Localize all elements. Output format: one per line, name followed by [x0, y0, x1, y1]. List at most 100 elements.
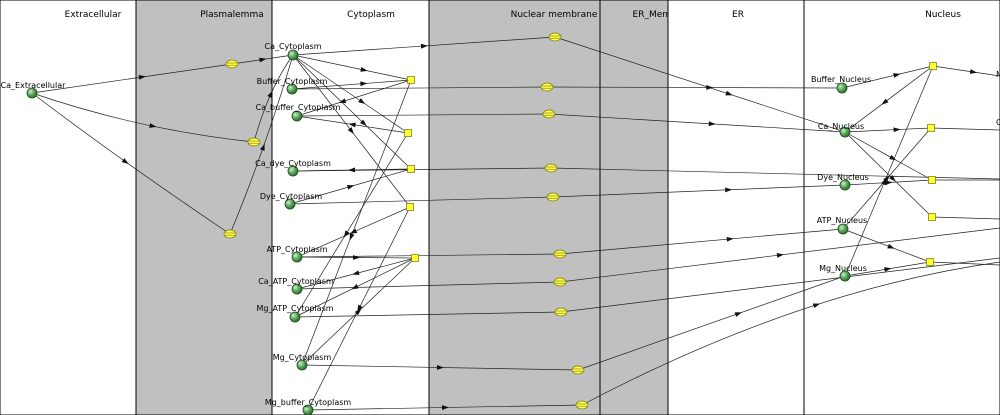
reaction-edge — [550, 167, 1000, 180]
reaction-node[interactable] — [407, 165, 415, 173]
species-cadye-cyt[interactable] — [287, 165, 299, 177]
reaction-node[interactable] — [406, 203, 414, 211]
reaction-node[interactable] — [411, 254, 419, 262]
edge-arrowhead — [149, 123, 157, 128]
species-caatp-cyt[interactable] — [291, 283, 303, 295]
compartment-er-membrane: ER_Memrane — [599, 0, 692, 415]
reaction-edge — [932, 65, 1000, 77]
edge-arrowhead — [812, 303, 821, 309]
compartment-label: Nuclear membrane — [511, 10, 598, 20]
edge-arrowhead — [347, 127, 354, 135]
species-ca-cyt[interactable] — [287, 49, 299, 61]
species-atp-nuc[interactable] — [837, 223, 849, 235]
reaction-edge — [546, 86, 843, 89]
species-dye-cyt[interactable] — [284, 198, 296, 210]
reaction-edge — [31, 92, 255, 143]
species-dye-nuc[interactable] — [839, 179, 851, 191]
edge-arrowhead — [776, 252, 784, 258]
species-cabuf-cyt[interactable] — [291, 110, 303, 122]
reaction-node[interactable] — [926, 258, 934, 266]
reaction-edge — [844, 65, 934, 277]
transport-node[interactable] — [544, 163, 558, 173]
reaction-node[interactable] — [928, 213, 936, 221]
edge-arrowhead — [889, 174, 896, 182]
edge-arrowhead — [343, 230, 350, 238]
edge-arrowhead — [348, 122, 356, 128]
edge-arrowhead — [259, 57, 267, 63]
reaction-edge — [296, 79, 412, 117]
edge-arrowhead — [138, 75, 146, 80]
reaction-edge — [581, 261, 1000, 406]
species-mgbuf-cyt[interactable] — [302, 404, 314, 415]
edge-arrowhead — [360, 81, 368, 87]
compartment-label: Plasmalemma — [200, 10, 264, 20]
species-label: Ca_Extracellular — [1, 81, 67, 90]
species-label: Ca_ATP_Cytoplasm — [258, 277, 334, 286]
species-label: Dye_Nucleus — [817, 173, 869, 182]
reaction-node[interactable] — [404, 129, 412, 137]
reaction-edge — [292, 54, 412, 81]
edge-arrowhead — [338, 98, 347, 103]
reaction-edge — [296, 113, 550, 117]
transport-node[interactable] — [247, 137, 261, 147]
transport-node[interactable] — [548, 32, 562, 42]
reaction-node[interactable] — [927, 124, 935, 132]
reaction-edge — [844, 127, 932, 133]
species-mg-cyt[interactable] — [296, 359, 308, 371]
edge-arrowhead — [725, 90, 733, 96]
reaction-edge — [294, 311, 562, 318]
species-label: Mg_ATP_Cytoplasm — [256, 304, 333, 313]
edge-arrowhead — [969, 69, 978, 74]
reaction-node[interactable] — [407, 76, 415, 84]
transport-node[interactable] — [575, 400, 589, 410]
reaction-edge — [296, 281, 561, 290]
reaction-edge — [31, 63, 233, 94]
reaction-edge — [842, 228, 931, 263]
transport-node[interactable] — [546, 192, 560, 202]
reaction-node[interactable] — [929, 62, 937, 70]
reaction-node[interactable] — [928, 176, 936, 184]
edge-arrowhead — [260, 143, 265, 151]
reaction-edge — [292, 54, 409, 134]
transport-node[interactable] — [540, 82, 554, 92]
reaction-edge — [291, 79, 412, 90]
transport-node[interactable] — [542, 109, 556, 119]
edge-arrowhead — [349, 233, 355, 241]
compartment-nucleus: Nucleus — [803, 0, 1000, 415]
transport-node[interactable] — [553, 249, 567, 259]
nodes-layer — [26, 32, 937, 415]
reaction-edge — [552, 184, 846, 198]
reaction-edge — [289, 196, 554, 205]
transport-node[interactable] — [553, 277, 567, 287]
compartment-cytoplasm: Cytoplasm — [271, 0, 430, 415]
species-ca-nuc[interactable] — [839, 126, 851, 138]
species-buf-nuc[interactable] — [836, 82, 848, 94]
reaction-edge — [301, 79, 412, 366]
species-label: Mg_Nucleus — [819, 264, 867, 273]
truncated-edge-label: M — [996, 70, 1000, 79]
edge-arrowhead — [354, 308, 362, 316]
compartment-label: Extracellular — [65, 10, 122, 20]
species-mg-nuc[interactable] — [839, 270, 851, 282]
edge-arrowhead — [358, 98, 366, 105]
edge-arrowhead — [893, 127, 901, 133]
transport-node[interactable] — [571, 365, 585, 375]
species-label: ATP_Nucleus — [817, 216, 867, 225]
edge-arrowhead — [352, 270, 360, 276]
edge-arrowhead — [706, 85, 714, 90]
reaction-edge — [577, 275, 846, 371]
species-ca-ext[interactable] — [26, 87, 38, 99]
species-label: Buffer_Nucleus — [811, 75, 871, 84]
species-label: Ca_buffer_Cytoplasm — [256, 103, 341, 112]
edge-arrowhead — [348, 167, 356, 173]
compartment-extracellular: Extracellular — [0, 0, 137, 415]
edge-arrowhead — [267, 90, 273, 99]
transport-node[interactable] — [225, 59, 239, 69]
transport-node[interactable] — [554, 307, 568, 317]
edge-arrowhead — [884, 267, 892, 272]
species-mgatp-cyt[interactable] — [289, 311, 301, 323]
species-buf-cyt[interactable] — [286, 83, 298, 95]
transport-node[interactable] — [223, 229, 237, 239]
species-atp-cyt[interactable] — [291, 251, 303, 263]
